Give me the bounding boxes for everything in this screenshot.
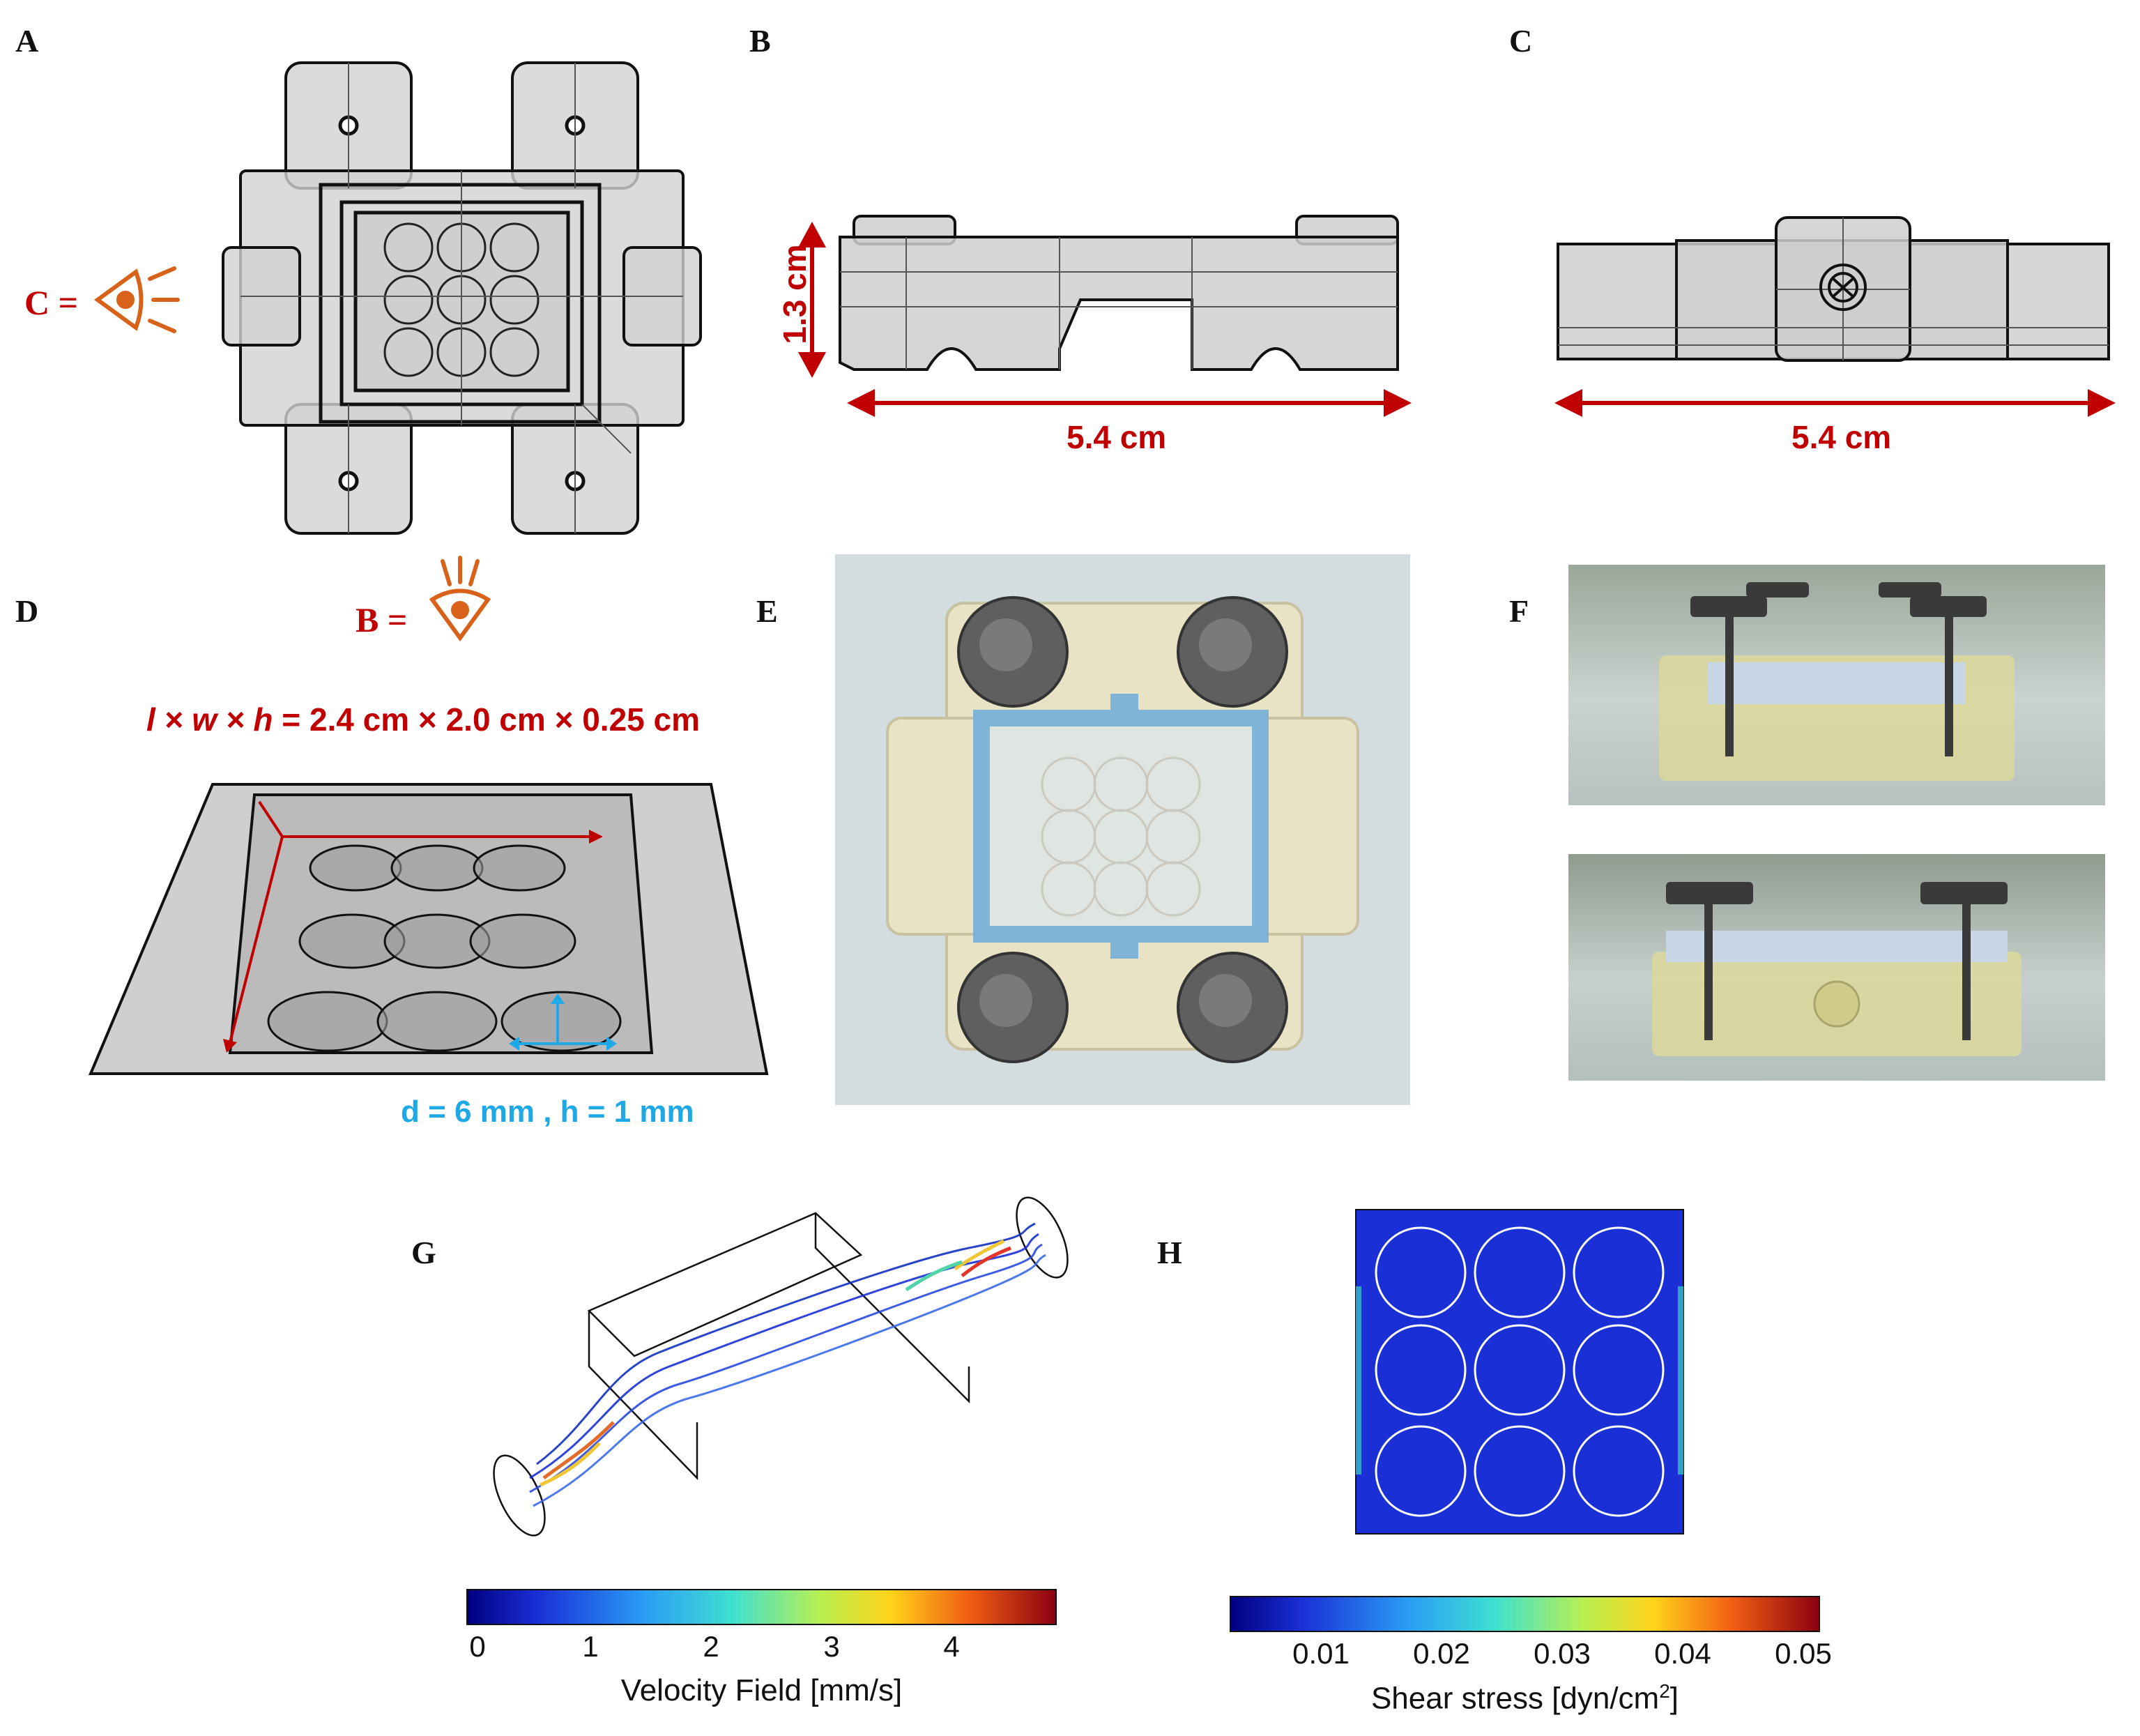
panel-label-f: F bbox=[1509, 593, 1529, 629]
shear-tick: 0.05 bbox=[1775, 1637, 1832, 1670]
shear-title-sup: 2 bbox=[1659, 1680, 1670, 1702]
velocity-colorbar-title: Velocity Field [mm/s] bbox=[620, 1673, 903, 1707]
device-photo-drawing bbox=[886, 596, 1359, 1063]
panel-label-h: H bbox=[1157, 1235, 1182, 1270]
shear-title-end: ] bbox=[1669, 1681, 1679, 1716]
height-dimension-label: 1.3 cm bbox=[777, 244, 813, 344]
panel-label-a: A bbox=[15, 23, 39, 59]
shear-tick: 0.03 bbox=[1534, 1637, 1591, 1670]
chamber-dimension-values: = 2.4 cm × 2.0 cm × 0.25 cm bbox=[282, 701, 701, 738]
chamber-dimension-vars: l × w × h bbox=[146, 701, 273, 738]
panel-label-b: B bbox=[749, 23, 771, 59]
b-view-label: B = bbox=[356, 600, 408, 639]
shear-tick: 0.02 bbox=[1413, 1637, 1470, 1670]
shear-tick: 0.01 bbox=[1292, 1637, 1350, 1670]
width-dimension-label-b: 5.4 cm bbox=[1067, 419, 1167, 455]
panel-label-e: E bbox=[756, 593, 778, 629]
panel-label-g: G bbox=[411, 1235, 436, 1270]
velocity-tick: 4 bbox=[943, 1630, 960, 1663]
panel-label-c: C bbox=[1509, 23, 1533, 59]
shear-colorbar-title: Shear stress [dyn/cm2] bbox=[1230, 1680, 1819, 1716]
shear-colorbar bbox=[1230, 1596, 1820, 1632]
side-photo-top-drawing bbox=[1659, 582, 2015, 781]
panel-f-side-photo-bottom bbox=[1568, 854, 2105, 1081]
velocity-colorbar bbox=[466, 1589, 1057, 1625]
panel-label-d: D bbox=[15, 593, 39, 629]
panel-e-device-photo bbox=[835, 554, 1410, 1105]
width-dimension-label-c: 5.4 cm bbox=[1791, 419, 1892, 455]
panel-f-side-photo-top bbox=[1568, 565, 2105, 805]
shear-title-main: Shear stress [dyn/cm bbox=[1370, 1681, 1660, 1716]
velocity-tick: 3 bbox=[823, 1630, 840, 1663]
side-photo-bottom-drawing bbox=[1652, 882, 2021, 1056]
well-dimension-label: d = 6 mm , h = 1 mm bbox=[401, 1095, 694, 1129]
c-view-label: C = bbox=[24, 283, 79, 322]
velocity-tick: 0 bbox=[469, 1630, 486, 1663]
chamber-dimension-label: l × w × h = 2.4 cm × 2.0 cm × 0.25 cm bbox=[146, 701, 700, 738]
velocity-tick: 1 bbox=[582, 1630, 599, 1663]
shear-tick: 0.04 bbox=[1654, 1637, 1711, 1670]
velocity-tick: 2 bbox=[703, 1630, 719, 1663]
